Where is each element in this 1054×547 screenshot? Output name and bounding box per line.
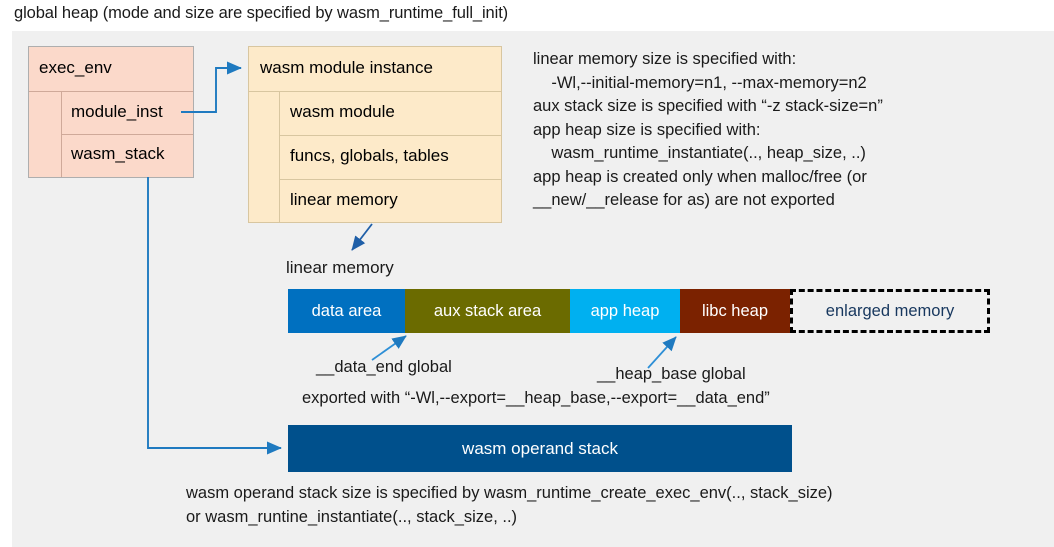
wasm-module-instance-row-funcs-globals-tables-label: funcs, globals, tables [290, 146, 449, 165]
linear-memory-bar: data area aux stack area app heap libc heap… [288, 289, 990, 333]
description-text: linear memory size is specified with: -W… [533, 50, 883, 209]
wasm-module-instance-header-label: wasm module instance [260, 58, 433, 77]
memory-segment-enlarged-memory: enlarged memory [790, 289, 990, 333]
linear-memory-label: linear memory [286, 258, 394, 277]
memory-segment-enlarged-memory-label: enlarged memory [825, 301, 955, 320]
exec-env-header: exec_env [29, 47, 193, 92]
exec-env-header-label: exec_env [39, 58, 112, 77]
memory-segment-aux-stack-area-label: aux stack area [433, 301, 542, 320]
memory-segment-libc-heap-label: libc heap [701, 301, 769, 320]
memory-segment-data-area: data area [288, 289, 405, 333]
exec-env-row-module-inst-label: module_inst [71, 102, 163, 121]
memory-segment-data-area-label: data area [311, 301, 382, 320]
exec-env-row-wasm-stack: wasm_stack [62, 135, 193, 177]
page-title: global heap (mode and size are specified… [14, 4, 509, 22]
wasm-module-instance-indent-column [249, 92, 280, 222]
operand-stack-note: wasm operand stack size is specified by … [186, 484, 833, 526]
exec-env-row-wasm-stack-label: wasm_stack [71, 144, 165, 163]
wasm-module-instance-header: wasm module instance [249, 47, 501, 92]
wasm-module-instance-row-linear-memory: linear memory [280, 180, 501, 222]
exec-env-indent-column [29, 92, 62, 177]
wasm-module-instance-row-linear-memory-label: linear memory [290, 190, 398, 209]
annotation-data-end: __data_end global [316, 358, 452, 376]
wasm-module-instance-row-funcs-globals-tables: funcs, globals, tables [280, 136, 501, 180]
annotation-heap-base: __heap_base global [597, 365, 746, 383]
exec-env-box: exec_env module_inst wasm_stack [28, 46, 194, 178]
wasm-operand-stack-label: wasm operand stack [462, 438, 618, 458]
exec-env-row-module-inst: module_inst [62, 92, 193, 135]
wasm-operand-stack-bar: wasm operand stack [288, 425, 792, 472]
memory-segment-libc-heap: libc heap [680, 289, 790, 333]
wasm-module-instance-row-wasm-module-label: wasm module [290, 102, 395, 121]
memory-segment-app-heap-label: app heap [590, 301, 660, 320]
memory-segment-aux-stack-area: aux stack area [405, 289, 570, 333]
memory-segment-app-heap: app heap [570, 289, 680, 333]
wasm-module-instance-row-wasm-module: wasm module [280, 92, 501, 136]
annotation-exported-with: exported with “-Wl,--export=__heap_base,… [302, 389, 770, 407]
wasm-module-instance-box: wasm module instance wasm module funcs, … [248, 46, 502, 223]
